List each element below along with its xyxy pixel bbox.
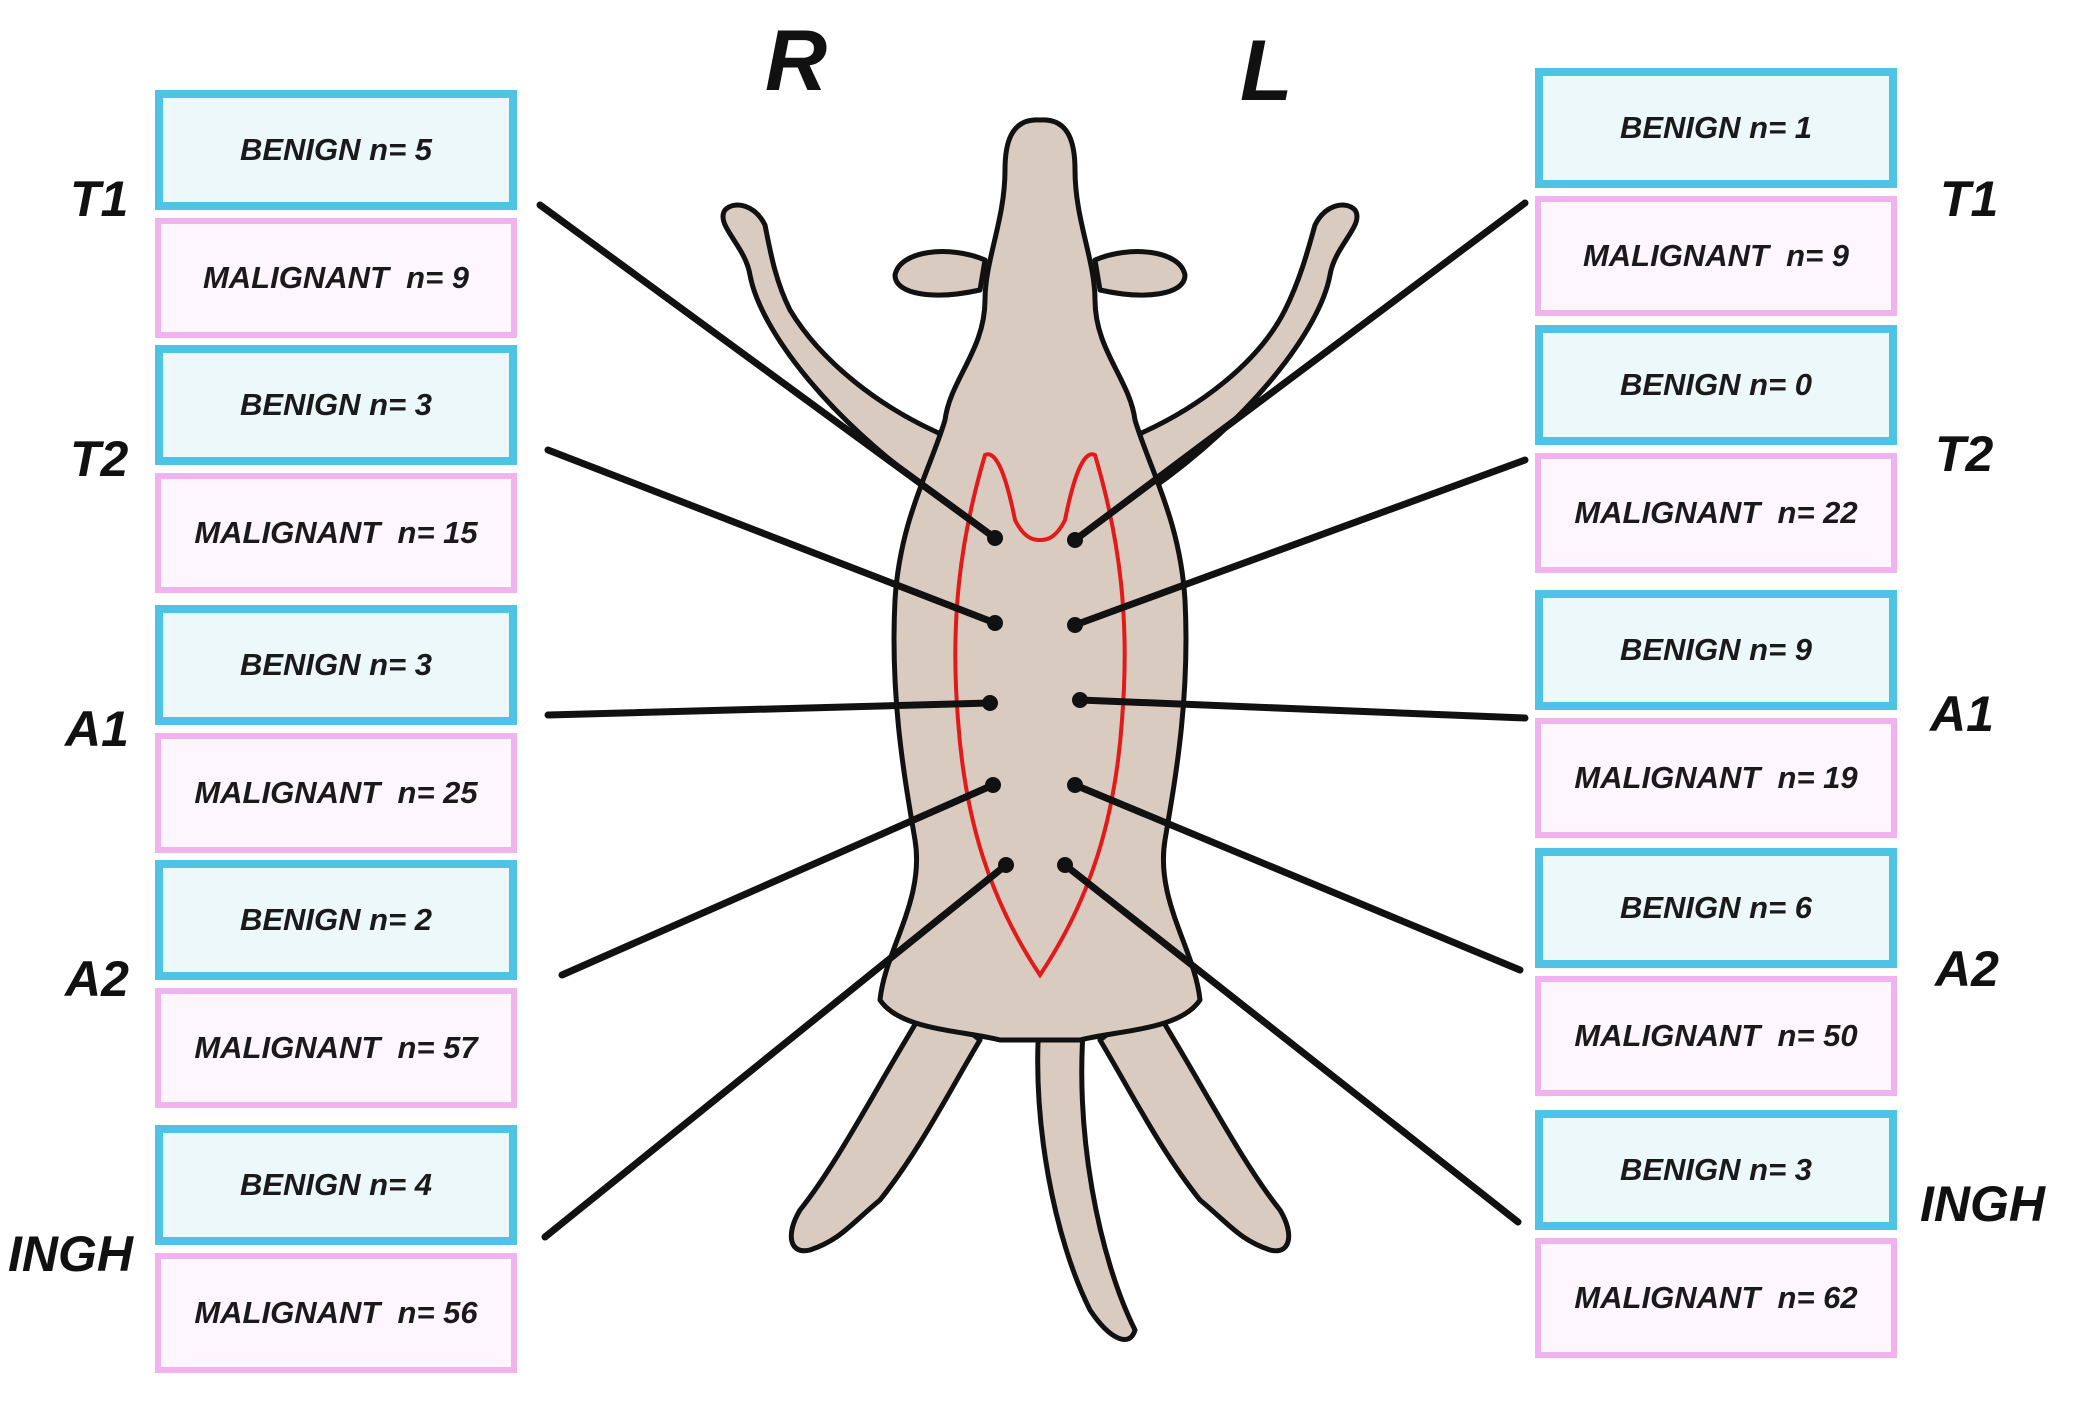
right-ingh-benign-box: BENIGN n= 4 xyxy=(155,1125,517,1245)
left-leader-line xyxy=(1071,199,1529,544)
left-nipple-dot xyxy=(1057,857,1073,873)
right-a1-malignant-box: MALIGNANT n= 25 xyxy=(155,733,517,853)
left-leader-line xyxy=(1076,696,1529,722)
right-side-label: R xyxy=(765,13,828,109)
left-t2-benign-box: BENIGN n= 0 xyxy=(1535,325,1897,445)
left-leader-line xyxy=(1071,456,1529,629)
left-gland-label-t2: T2 xyxy=(1935,426,1994,482)
left-a1-malignant-box: MALIGNANT n= 19 xyxy=(1535,718,1897,838)
right-leader-line xyxy=(541,861,1010,1241)
left-t2-malignant-box: MALIGNANT n= 22 xyxy=(1535,453,1897,573)
right-leader-line xyxy=(544,699,994,719)
left-ingh-malignant-box: MALIGNANT n= 62 xyxy=(1535,1238,1897,1358)
left-leader-line xyxy=(1071,781,1524,974)
right-leader-line xyxy=(536,201,999,542)
right-t1-malignant-box: MALIGNANT n= 9 xyxy=(155,218,517,338)
right-leader-line xyxy=(558,781,997,979)
left-a2-malignant-box: MALIGNANT n= 50 xyxy=(1535,976,1897,1096)
left-a1-benign-box: BENIGN n= 9 xyxy=(1535,590,1897,710)
right-nipple-dot xyxy=(987,615,1003,631)
right-nipple-dot xyxy=(985,777,1001,793)
right-t2-malignant-box: MALIGNANT n= 15 xyxy=(155,473,517,593)
left-gland-label-a2: A2 xyxy=(1935,941,1999,997)
right-a2-malignant-box: MALIGNANT n= 57 xyxy=(155,988,517,1108)
left-a2-benign-box: BENIGN n= 6 xyxy=(1535,848,1897,968)
left-gland-label-ingh: INGH xyxy=(1920,1176,2045,1232)
left-nipple-dot xyxy=(1067,777,1083,793)
right-nipple-dot xyxy=(998,857,1014,873)
left-nipple-dot xyxy=(1072,692,1088,708)
left-gland-label-a1: A1 xyxy=(1930,686,1994,742)
right-gland-label-a2: A2 xyxy=(65,951,129,1007)
right-nipple-dot xyxy=(987,530,1003,546)
left-ingh-benign-box: BENIGN n= 3 xyxy=(1535,1110,1897,1230)
left-gland-label-t1: T1 xyxy=(1940,171,1999,227)
right-t1-benign-box: BENIGN n= 5 xyxy=(155,90,517,210)
right-ingh-malignant-box: MALIGNANT n= 56 xyxy=(155,1253,517,1373)
left-leader-line xyxy=(1061,861,1522,1226)
right-t2-benign-box: BENIGN n= 3 xyxy=(155,345,517,465)
right-a2-benign-box: BENIGN n= 2 xyxy=(155,860,517,980)
right-gland-label-t2: T2 xyxy=(70,431,129,487)
right-leader-line xyxy=(544,446,999,627)
left-t1-benign-box: BENIGN n= 1 xyxy=(1535,68,1897,188)
right-nipple-dot xyxy=(982,695,998,711)
right-a1-benign-box: BENIGN n= 3 xyxy=(155,605,517,725)
left-nipple-dot xyxy=(1067,532,1083,548)
left-t1-malignant-box: MALIGNANT n= 9 xyxy=(1535,196,1897,316)
right-gland-label-ingh: INGH xyxy=(8,1226,133,1282)
right-gland-label-a1: A1 xyxy=(65,701,129,757)
right-gland-label-t1: T1 xyxy=(70,171,129,227)
left-nipple-dot xyxy=(1067,617,1083,633)
left-side-label: L xyxy=(1240,23,1293,119)
